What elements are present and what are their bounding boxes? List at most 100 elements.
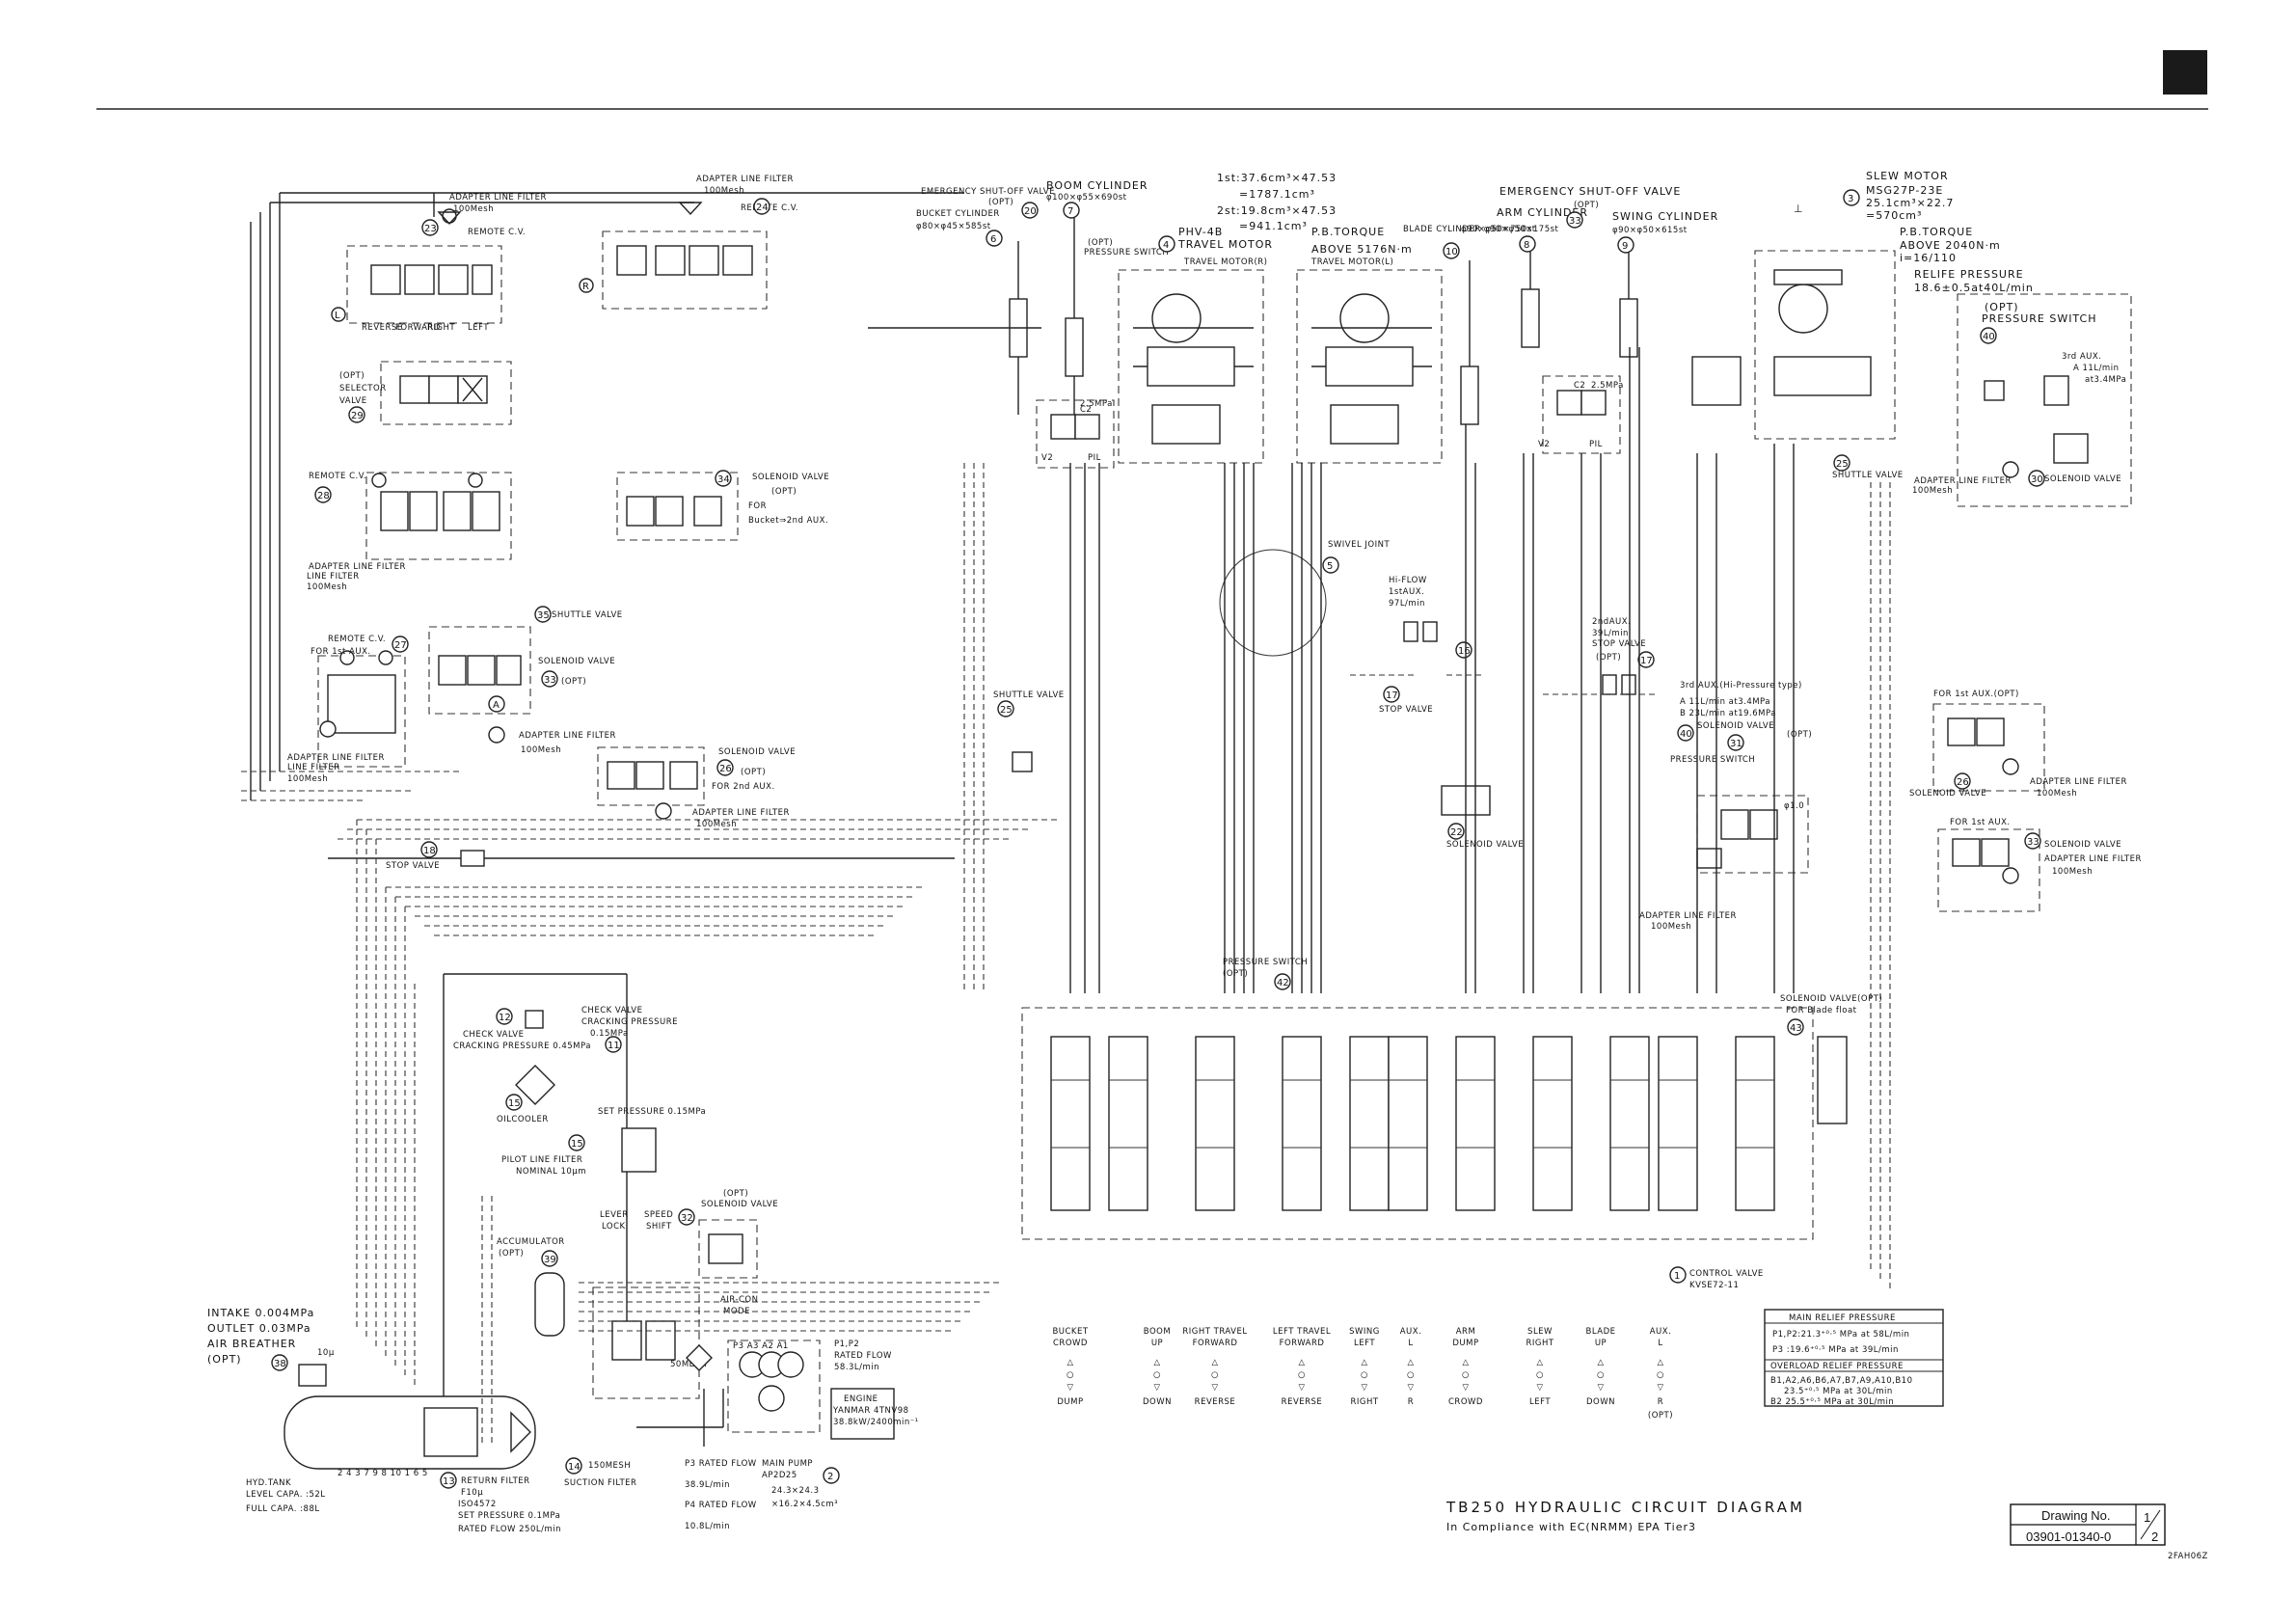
center-bus-lines (791, 192, 1891, 1292)
ps-aux3-a: A 11L/min (2073, 364, 2119, 373)
pump-ports: P3 A3 A2 A1 (733, 1341, 789, 1351)
svg-text:2: 2 (827, 1472, 833, 1482)
bucket-cyl-dim: φ80×φ45×585st (916, 222, 991, 231)
control-pivot-icon: ○ (1407, 1370, 1415, 1380)
svg-text:22: 22 (1450, 827, 1463, 838)
adapter-filter-1st-label: ADAPTER LINE FILTER (287, 753, 385, 763)
swivel-aux: SWIVEL JOINT 5 Hi-FLOW 1stAUX. 97L/min 1… (993, 540, 2141, 912)
solenoid-bucket-target: Bucket⇒2nd AUX. (748, 516, 828, 526)
arm-cylinder (1521, 288, 1540, 348)
for-1st-aux-opt-box (1932, 703, 2045, 792)
svg-text:9: 9 (1622, 241, 1628, 252)
arm-cyl-label: ARM CYLINDER (1497, 206, 1588, 219)
aux3-pressure-switch: PRESSURE SWITCH (1670, 755, 1755, 765)
control-pivot-icon: ○ (1462, 1370, 1470, 1380)
oilcooler-label: OILCOOLER (497, 1115, 549, 1124)
engine-power: 38.8kW/2400min⁻¹ (833, 1418, 919, 1427)
svg-text:32: 32 (681, 1213, 693, 1224)
control-arrow-down-icon: ▽ (1211, 1383, 1218, 1393)
label-reverse: REVERSE (362, 323, 403, 333)
v2-left: V2 (1041, 453, 1053, 463)
aux3-opt: (OPT) (1787, 730, 1812, 740)
relief-pressure-label: RELIFE PRESSURE (1914, 268, 2024, 281)
travel-motor-left (1296, 269, 1443, 464)
svg-text:31: 31 (1730, 739, 1742, 749)
ps-mesh: 100Mesh (1912, 486, 1953, 496)
slew-motor-box (1754, 250, 1896, 440)
svg-text:10: 10 (1445, 247, 1458, 257)
mpa-left: 2.5MPa (1080, 399, 1113, 409)
control-pivot-icon: ○ (1153, 1370, 1161, 1380)
control-down: R (1408, 1397, 1414, 1407)
solenoid-mid-label: SOLENOID VALVE (701, 1200, 778, 1209)
mesh-100-top2: 100Mesh (704, 186, 744, 196)
engine-label: ENGINE (844, 1394, 878, 1404)
control-down: CROWD (1448, 1397, 1483, 1407)
drawing-no-label: Drawing No. (2041, 1508, 2111, 1523)
aux3-b: B 23L/min at19.6MPa (1680, 709, 1776, 718)
solenoid-2nd-box (597, 746, 705, 806)
relief-overload-row-1: B1,A2,A6,B6,A7,B7,A9,A10,B10 (1770, 1376, 1913, 1386)
p1p2-label: P1,P2 (834, 1340, 859, 1349)
svg-text:33: 33 (2027, 837, 2039, 848)
control-pivot-icon: ○ (1657, 1370, 1664, 1380)
control-down: DOWN (1586, 1397, 1615, 1407)
svg-text:40: 40 (1983, 332, 1995, 342)
ps-label: PRESSURE SWITCH (1982, 312, 2096, 325)
shuttle-solenoid-box (428, 626, 531, 715)
svg-text:25: 25 (1836, 459, 1849, 470)
control-valve-label: CONTROL VALVE (1689, 1269, 1764, 1279)
svg-text:27: 27 (394, 640, 407, 651)
control-down: REVERSE (1282, 1397, 1323, 1407)
svg-text:18: 18 (423, 846, 436, 856)
relief-main-row-2: P3 :19.6⁺⁰·⁵ MPa at 39L/min (1772, 1345, 1899, 1355)
pressure-switch-small: PRESSURE SWITCH (1084, 248, 1169, 257)
check-valve2-cracking: CRACKING PRESSURE (581, 1017, 678, 1027)
relief-overload-row-2: 23.5⁺⁰·⁵ MPa at 30L/min (1784, 1387, 1893, 1396)
svg-text:13: 13 (443, 1476, 455, 1487)
shuttle-25-label: SHUTTLE VALVE (993, 690, 1065, 700)
control-arrow-up-icon: △ (1597, 1358, 1604, 1367)
adapter-filter-mid-label: ADAPTER LINE FILTER (309, 562, 406, 572)
control-up: LEFT (1354, 1339, 1375, 1348)
control-arrow-down-icon: ▽ (1536, 1383, 1543, 1393)
pilot-line-filter (621, 1127, 657, 1173)
diagram-title: TB250 HYDRAULIC CIRCUIT DIAGRAM (1445, 1499, 1805, 1516)
boom-cyl-label: BOOM CYLINDER (1046, 179, 1148, 192)
air-con-label: AIR-CON (720, 1295, 758, 1305)
svg-text:24: 24 (756, 203, 769, 213)
control-arrow-up-icon: △ (1361, 1358, 1367, 1367)
svg-text:43: 43 (1790, 1023, 1802, 1034)
travel-motor-l-label: TRAVEL MOTOR(L) (1310, 257, 1393, 267)
speed-shift-label: SHIFT (646, 1222, 672, 1232)
shuttle-valve-25 (1012, 751, 1033, 772)
control-down: DUMP (1057, 1397, 1083, 1407)
control-arrow-up-icon: △ (1462, 1358, 1469, 1367)
return-micron: F10μ (461, 1488, 483, 1498)
control-name: AUX. (1400, 1327, 1422, 1337)
svg-text:5: 5 (1327, 561, 1333, 572)
aux3-valve-box (1696, 795, 1809, 874)
sheet-total: 2 (2151, 1529, 2158, 1544)
breather-micron: 10μ (317, 1348, 335, 1358)
relief-table-box (1764, 1309, 1944, 1407)
selector-label: SELECTOR (339, 384, 387, 393)
control-name: LEFT TRAVEL (1273, 1327, 1331, 1337)
outlet-label: OUTLET 0.03MPa (207, 1322, 311, 1335)
hiflow-coupler-r (1422, 621, 1438, 642)
solenoid-bucket-box (616, 472, 739, 541)
page-marker (2163, 50, 2207, 95)
check-valve-cracking: CRACKING PRESSURE 0.45MPa (453, 1042, 591, 1051)
selector-valve-label: VALVE (339, 396, 367, 406)
air-breather-opt: (OPT) (207, 1353, 242, 1366)
solenoid-bucket-label: SOLENOID VALVE (752, 473, 829, 482)
svg-text:29: 29 (351, 411, 364, 421)
svg-text:A: A (493, 700, 500, 711)
control-arrow-up-icon: △ (1153, 1358, 1160, 1367)
drawing-no: 03901-01340-0 (2026, 1529, 2111, 1544)
full-capa: FULL CAPA. :88L (246, 1504, 320, 1514)
solenoid-1st-label: SOLENOID VALVE (538, 657, 615, 666)
svg-text:8: 8 (1524, 240, 1529, 251)
svg-text:35: 35 (537, 610, 550, 621)
solenoid-1st-opt: (OPT) (561, 677, 586, 687)
